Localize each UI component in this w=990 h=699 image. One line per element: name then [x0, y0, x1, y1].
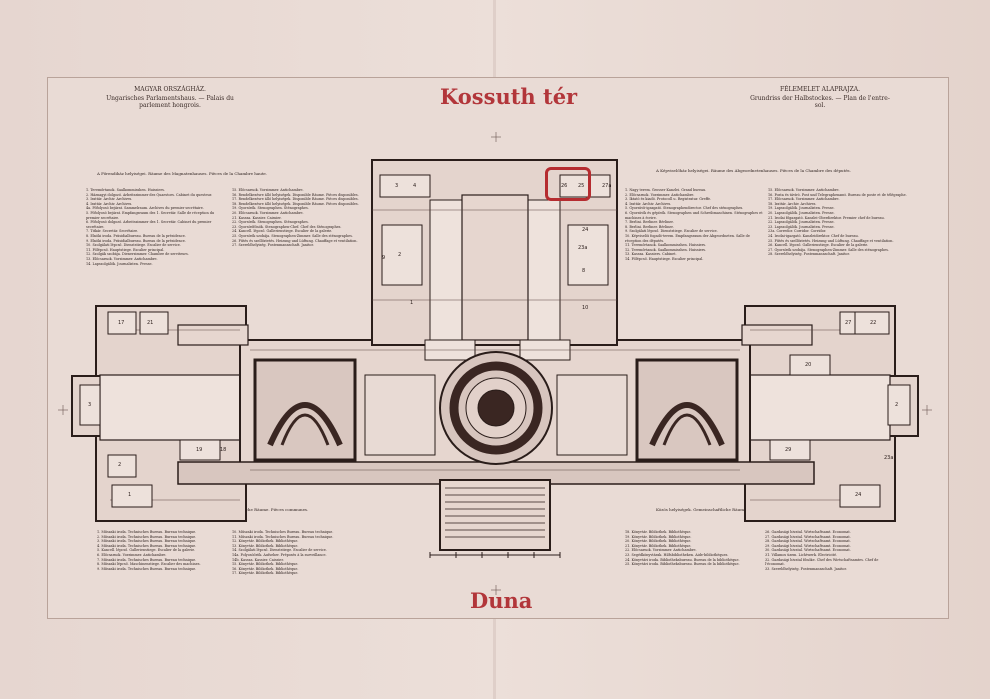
header-left-subtitle: Ungarisches Parlamentshaus. — Palais du …	[106, 95, 234, 109]
label-south: Duna	[470, 588, 533, 613]
header-left-title: MAGYAR ORSZÁGHÁZ.	[134, 86, 206, 93]
legend-upper-right-a: 1. Nagy terem. Grosser Kanzlei. Grand bu…	[625, 188, 763, 261]
south-stair	[439, 479, 551, 551]
legend-upper-left-b: 15. Előcsarnok. Vorzimmer. Antichambre. …	[232, 188, 359, 248]
east-courtyard	[749, 374, 891, 441]
section-title-upper-left: A Főrendiház helyiségei. Räume des Magna…	[97, 171, 268, 176]
west-courtyard	[99, 374, 241, 441]
legend-lower-right-b: 26. Gazdasági hivatal. Wirtschaftsamt. E…	[765, 530, 879, 571]
header-right-subtitle: Grundriss der Halbstockes. — Plan de l'e…	[750, 95, 890, 109]
scale-bar	[429, 552, 561, 558]
header-right-title: FÉLEMELET ALAPRAJZA.	[779, 86, 861, 93]
legend-upper-left-a: 1. Teremőrtanok. Saalkommisshen. Huissie…	[86, 188, 215, 266]
legend-lower-left-b: 10. Műszaki iroda. Technisches Bureau. B…	[232, 530, 334, 576]
legend-lower-left-a: 1. Műszaki iroda. Technisches Bureau. Bu…	[97, 530, 201, 571]
header-left: MAGYAR ORSZÁGHÁZ. Ungarisches Parlaments…	[95, 86, 245, 109]
section-title-upper-right: A Képviselőház helyiségei. Räume des Abg…	[656, 168, 851, 173]
section-title-lower-right: Közös helyiségek. Gemeinschaftliche Räum…	[656, 507, 787, 512]
legend-upper-right-b: 15. Előcsarnok. Vorzimmer. Antichambre. …	[768, 188, 907, 257]
highlight-box	[545, 167, 591, 201]
header-right: FÉLEMELET ALAPRAJZA. Grundriss der Halbs…	[745, 86, 895, 109]
legend-lower-right-a: 18. Könyvtár. Bibliothek. Bibliothèque. …	[625, 530, 740, 567]
label-north: Kossuth tér	[440, 84, 578, 109]
